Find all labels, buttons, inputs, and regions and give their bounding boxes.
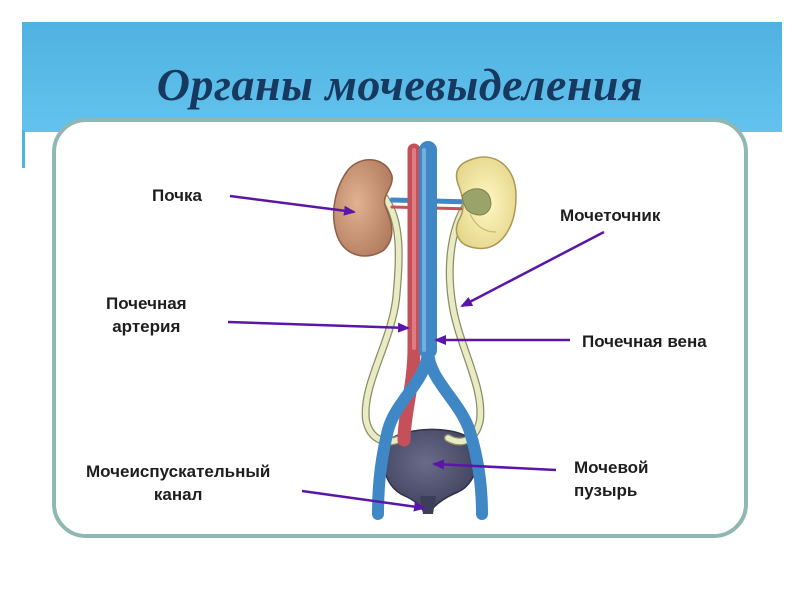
label-bladder-line2: пузырь (574, 479, 649, 502)
label-urethra-line2: канал (86, 483, 270, 506)
kidney-left (334, 160, 393, 256)
label-kidney-text: Почка (152, 184, 202, 207)
label-bladder: Мочевой пузырь (574, 456, 649, 502)
urethra (420, 496, 436, 514)
label-renal-artery-line2: артерия (106, 315, 187, 338)
label-urethra-line1: Мочеиспускательный (86, 460, 270, 483)
label-renal-artery: Почечная артерия (106, 292, 187, 338)
label-ureter-text: Мочеточник (560, 204, 660, 227)
label-renal-vein: Почечная вена (582, 330, 707, 353)
arrow-renal-artery (228, 322, 408, 328)
label-renal-artery-line1: Почечная (106, 292, 187, 315)
kidney-right (457, 157, 517, 248)
label-ureter: Мочеточник (560, 204, 660, 227)
label-renal-vein-text: Почечная вена (582, 330, 707, 353)
label-bladder-line1: Мочевой (574, 456, 649, 479)
label-kidney: Почка (152, 184, 202, 207)
label-urethra: Мочеиспускательный канал (86, 460, 270, 506)
